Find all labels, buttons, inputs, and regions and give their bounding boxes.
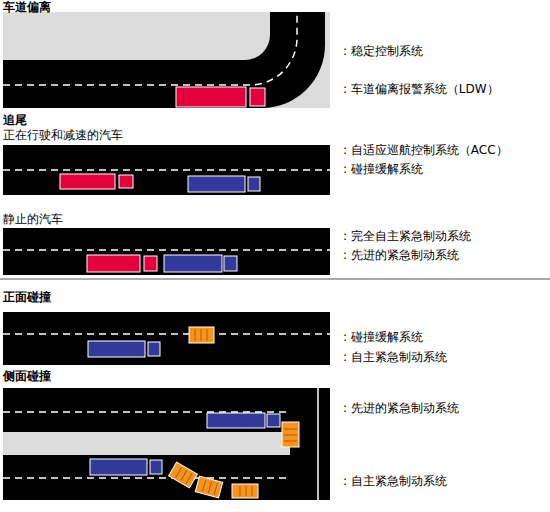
- system-label: : 自主紧急制动系统: [343, 474, 447, 488]
- system-label: : 碰撞缓解系统: [343, 330, 423, 344]
- scenario-label: 正在行驶和减速的汽车: [3, 128, 123, 142]
- system-label: : 稳定控制系统: [343, 44, 423, 58]
- system-label: : 自主紧急制动系统: [343, 350, 447, 364]
- section-heading: 车道偏离: [3, 0, 51, 14]
- system-label: : 碰撞缓解系统: [343, 162, 423, 176]
- section-heading: 侧面碰撞: [3, 369, 51, 383]
- system-label: : 完全自主紧急制动系统: [343, 229, 471, 243]
- scenario-label: 静止的汽车: [3, 212, 63, 226]
- section-heading: 正面碰撞: [3, 290, 51, 304]
- system-label: : 自适应巡航控制系统（ACC）: [343, 143, 508, 157]
- system-label: : 先进的紧急制动系统: [343, 248, 459, 262]
- system-label: : 先进的紧急制动系统: [343, 401, 459, 415]
- section-heading: 追尾: [3, 113, 27, 127]
- system-label: : 车道偏离报警系统（LDW）: [343, 82, 499, 96]
